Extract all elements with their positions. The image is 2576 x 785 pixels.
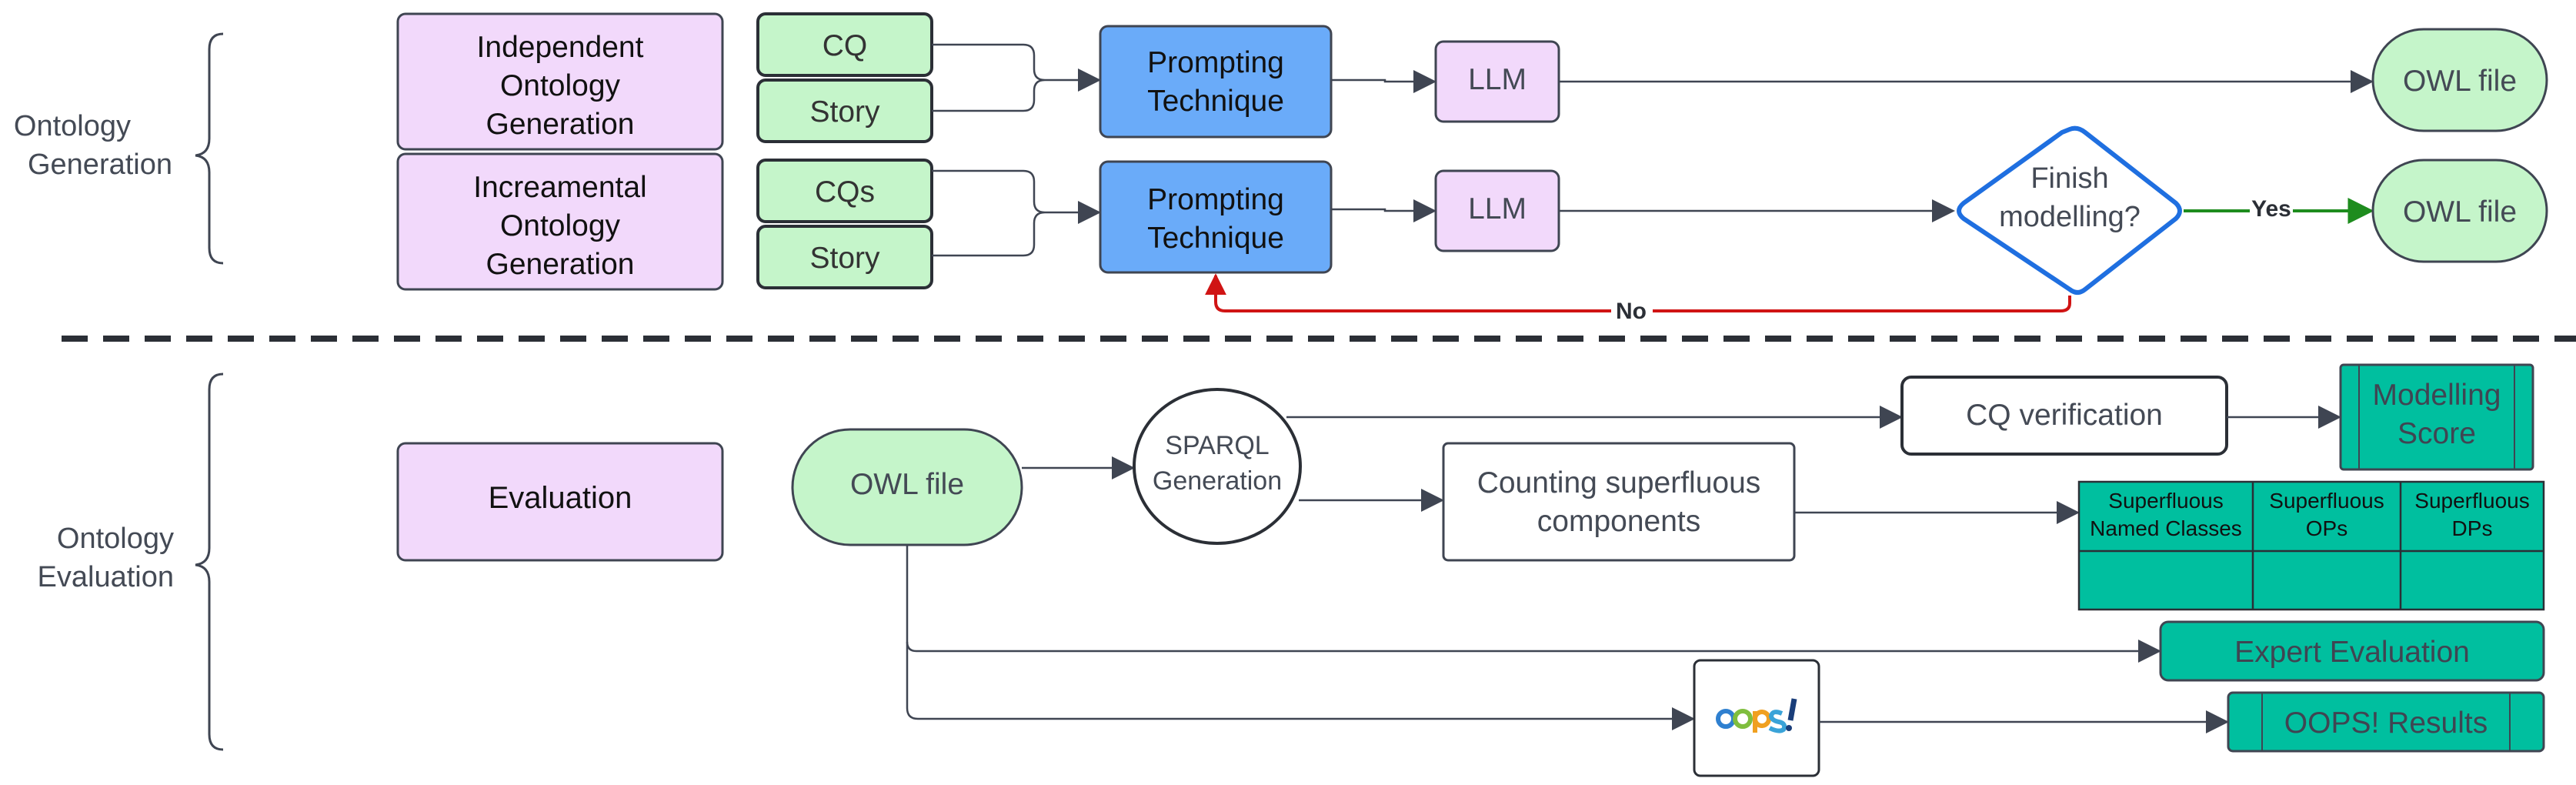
independent-prompting-line2: Technique: [1147, 85, 1284, 118]
incremental-cqs-label: CQs: [815, 175, 875, 209]
oops-results-label: OOPS! Results: [2284, 706, 2488, 740]
modelling-score-line2: Score: [2397, 417, 2476, 450]
sparql-generation-node: [1133, 388, 1302, 545]
table-header-named-classes-line1: Superfluous: [2108, 489, 2223, 513]
incremental-owl-label: OWL file: [2403, 195, 2517, 229]
section-generation-line2: Generation: [28, 149, 172, 181]
independent-prompting-line1: Prompting: [1147, 46, 1284, 79]
modelling-score-line1: Modelling: [2373, 379, 2501, 412]
section-evaluation-label: Ontology Evaluation: [38, 523, 174, 593]
independent-generation-line1: Independent: [477, 31, 644, 64]
evaluation-brace: [195, 372, 224, 751]
decision-line1: Finish: [2030, 162, 2108, 195]
modelling-score-box: [2339, 363, 2534, 471]
table-header-dps-line2: DPs: [2452, 516, 2493, 540]
independent-owl-output: [2371, 28, 2548, 132]
incremental-owl-output: [2371, 159, 2548, 263]
independent-generation-box: [396, 12, 724, 151]
incremental-story-label: Story: [809, 242, 880, 275]
yes-label-bg: [2250, 194, 2293, 222]
independent-inputs-merge: [932, 43, 1046, 112]
owl-to-oops-arrow: [906, 707, 1695, 730]
owl-to-expert-arrow: [906, 640, 2161, 663]
section-evaluation-line1: Ontology: [57, 523, 174, 555]
incremental-prompting-line2: Technique: [1147, 222, 1284, 255]
incremental-story-box: [756, 225, 933, 289]
independent-cq-label: CQ: [823, 29, 868, 62]
section-generation-label: Ontology Generation: [14, 110, 172, 181]
decision-line2: modelling?: [1999, 201, 2141, 233]
evaluation-owl-label: OWL file: [850, 468, 964, 501]
evaluation-box: [396, 442, 724, 562]
sparql-line1: SPARQL: [1165, 431, 1269, 460]
section-evaluation-line2: Evaluation: [38, 561, 174, 593]
incremental-generation-line2: Ontology: [500, 209, 621, 242]
counting-superfluous-box: [1442, 442, 1796, 562]
independent-generation-line2: Ontology: [500, 69, 621, 102]
independent-story-label: Story: [809, 95, 880, 129]
incremental-generation-line1: Increamental: [473, 171, 646, 204]
incremental-inputs-merge: [932, 169, 1046, 257]
incremental-prompting-line1: Prompting: [1147, 183, 1284, 216]
table-header-ops-line1: Superfluous: [2269, 489, 2384, 513]
incremental-prompting-box: [1099, 160, 1333, 274]
cq-verification-box: [1900, 376, 2228, 456]
independent-llm-label: LLM: [1468, 63, 1527, 96]
incremental-cqs-box: [756, 159, 933, 223]
incremental-generation-line3: Generation: [486, 248, 635, 281]
yes-label: Yes: [2251, 196, 2291, 222]
table-header-ops-line2: OPs: [2306, 516, 2347, 540]
expert-evaluation-box: [2159, 620, 2545, 682]
evaluation-label: Evaluation: [489, 481, 632, 515]
superfluous-table: Superfluous Named Classes Superfluous OP…: [2077, 480, 2545, 611]
oops-logo-icon: [1716, 698, 1797, 733]
section-generation-line1: Ontology: [14, 110, 131, 142]
table-header-dps-line1: Superfluous: [2414, 489, 2529, 513]
generation-brace: [195, 32, 224, 265]
cq-verification-label: CQ verification: [1966, 399, 2163, 432]
oops-results-box: [2227, 691, 2545, 753]
superfluous-table-frame: [2077, 480, 2545, 611]
independent-generation-line3: Generation: [486, 108, 635, 141]
sparql-line2: Generation: [1153, 466, 1282, 496]
incremental-prompt-to-llm: [1331, 199, 1436, 222]
expert-evaluation-label: Expert Evaluation: [2234, 636, 2470, 669]
table-header-named-classes-line2: Named Classes: [2090, 516, 2242, 540]
independent-prompt-to-llm: [1331, 70, 1436, 93]
no-label-bg: [1611, 297, 1653, 325]
finish-modelling-decision: [1957, 125, 2182, 295]
incremental-llm-label: LLM: [1468, 192, 1527, 225]
independent-owl-label: OWL file: [2403, 65, 2517, 98]
no-label: No: [1616, 299, 1647, 324]
counting-line1: Counting superfluous: [1477, 466, 1761, 499]
independent-prompting-box: [1099, 25, 1333, 139]
incremental-generation-box: [396, 152, 724, 291]
counting-line2: components: [1537, 505, 1700, 538]
